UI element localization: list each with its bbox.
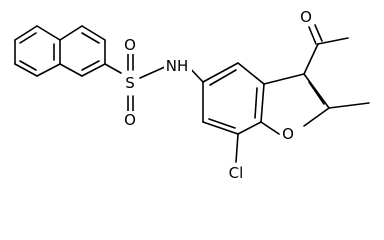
atom-labels: S O O NH O O Cl — [122, 8, 314, 184]
chloro-bond — [235, 133, 239, 163]
sulfonyl-group — [104, 51, 168, 113]
nh-atom-label: NH — [166, 57, 189, 75]
sulfur-atom-label: S — [125, 74, 135, 92]
acetyl-group — [303, 24, 349, 75]
benzofuran-benzene-ring — [202, 62, 265, 135]
chlorine-atom-label: Cl — [229, 164, 244, 182]
sulfonyl-oxygen-bottom-label: O — [124, 111, 136, 129]
chemical-structure: S O O NH O O Cl — [14, 8, 370, 184]
naphthalene-ring-right — [59, 25, 106, 77]
acetyl-oxygen-label: O — [300, 8, 312, 26]
furan-ring — [260, 73, 330, 135]
ring-oxygen-label: O — [282, 125, 294, 143]
methyl-group — [328, 102, 370, 109]
sulfonyl-oxygen-top-label: O — [124, 36, 136, 54]
naphthalene-ring-left — [14, 25, 61, 77]
